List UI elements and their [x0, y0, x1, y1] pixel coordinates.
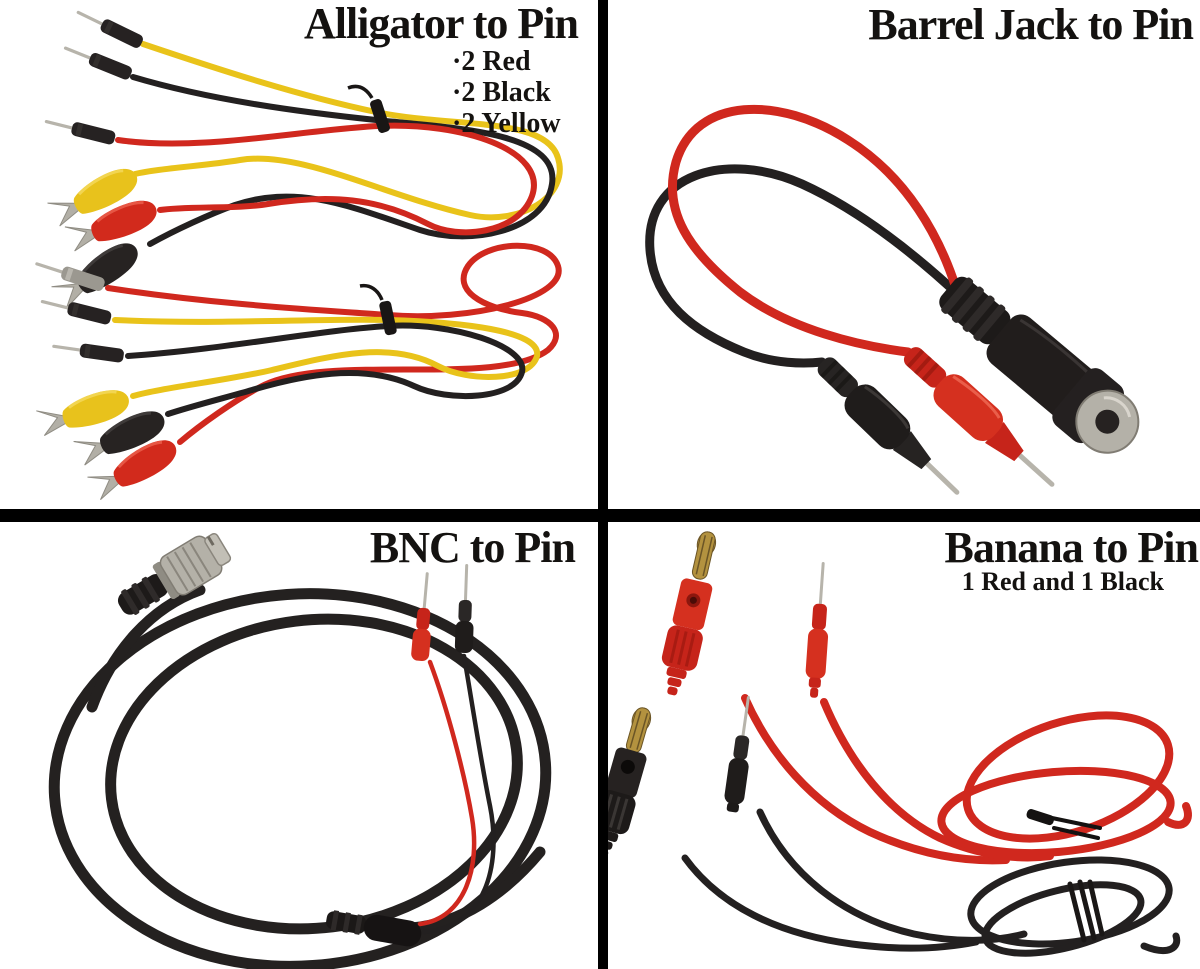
- panel-alligator-to-pin: Alligator to Pin ·2 Red ·2 Black ·2 Yell…: [0, 0, 598, 509]
- grid-divider-vertical: [598, 0, 608, 969]
- bnc-connector: [117, 532, 232, 615]
- cable-tie-tail: [1050, 816, 1102, 840]
- pin-connector-red: [411, 572, 431, 662]
- pin-connector-red: [805, 562, 829, 698]
- pin-connector: [44, 120, 116, 145]
- pin-connector: [35, 262, 105, 291]
- pin-connector: [52, 343, 124, 363]
- pin-connector-black: [454, 564, 474, 654]
- banana-to-pin-photo: [608, 531, 1192, 957]
- cable-tie-tail: [359, 283, 384, 301]
- pin-connector: [76, 10, 143, 48]
- panel-banana-to-pin: Banana to Pin 1 Red and 1 Black: [608, 522, 1200, 969]
- panel-subtitle-banana: 1 Red and 1 Black: [961, 567, 1164, 596]
- wire-red: [741, 694, 1010, 865]
- banana-plug-red: [661, 531, 717, 696]
- barrel-jack-wires: [645, 104, 969, 368]
- cable-tie: [1026, 809, 1055, 826]
- alligator-clip-red: [87, 440, 177, 501]
- banana-plug-black: [608, 707, 652, 858]
- alligator-detail-list: ·2 Red ·2 Black ·2 Yellow: [452, 46, 561, 139]
- detail-item: ·2 Yellow: [452, 108, 561, 139]
- wire-bundle-upper: [115, 41, 563, 247]
- pin-connector-black: [724, 696, 750, 813]
- cable-tie: [370, 99, 390, 133]
- panel-title-banana: Banana to Pin: [944, 523, 1199, 572]
- bnc-breakout-wires: [417, 653, 496, 935]
- coax-cable-loop: [48, 584, 552, 969]
- alligator-to-pin-photo: [35, 10, 563, 501]
- bnc-to-pin-photo: [48, 532, 552, 969]
- alligator-clip-yellow: [36, 390, 129, 436]
- panel-title-barrel-jack: Barrel Jack to Pin: [868, 0, 1194, 49]
- wire-black: [681, 854, 980, 952]
- panel-bnc-to-pin: BNC to Pin: [0, 522, 598, 969]
- detail-item: ·2 Black: [452, 77, 551, 108]
- panel-barrel-jack-to-pin: Barrel Jack to Pin: [608, 0, 1200, 509]
- alligator-clip-yellow: [47, 168, 138, 227]
- alligator-clip-red: [64, 200, 157, 252]
- alligator-clip-black: [73, 411, 165, 466]
- cable-tie-tail: [347, 84, 374, 99]
- wire-red: [667, 104, 961, 357]
- wire-red: [820, 698, 1054, 862]
- grid-divider-horizontal: [0, 509, 1200, 522]
- panel-title-bnc: BNC to Pin: [369, 523, 576, 572]
- panel-title-alligator: Alligator to Pin: [303, 0, 579, 48]
- wire-black: [125, 322, 526, 417]
- wire-bundle-lower: [105, 242, 562, 445]
- red-lead-coil: [741, 694, 1192, 865]
- wire-black: [130, 74, 556, 247]
- pin-connector: [40, 300, 112, 325]
- wire-red: [115, 122, 537, 236]
- wire-red: [417, 659, 477, 927]
- barrel-jack-connector: [939, 276, 1140, 454]
- barrel-jack-to-pin-photo: [645, 104, 1140, 495]
- detail-item: ·2 Red: [452, 46, 531, 77]
- cable-junction: [326, 910, 422, 947]
- cable-tie: [379, 300, 397, 336]
- pin-connector: [63, 46, 132, 80]
- wire-black: [645, 164, 969, 368]
- black-lead-coil: [681, 808, 1181, 957]
- pin-connector-red: [903, 347, 1055, 487]
- pin-connector-black: [817, 357, 960, 495]
- wire-black: [421, 653, 496, 935]
